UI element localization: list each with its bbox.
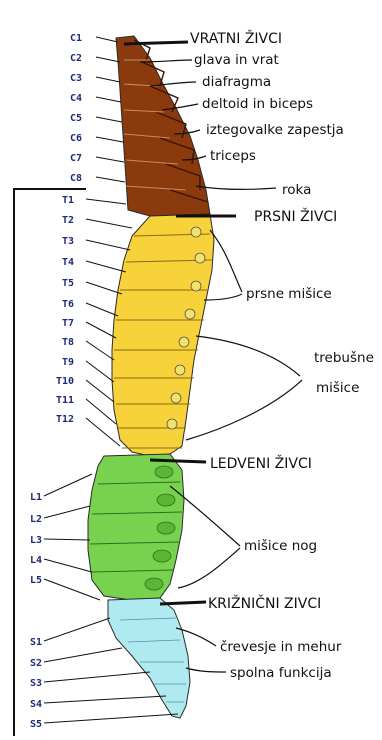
label-t5: T5 bbox=[62, 278, 74, 289]
sacral-region bbox=[108, 598, 190, 718]
label-t10: T10 bbox=[56, 376, 74, 387]
label-c4: C4 bbox=[70, 93, 82, 104]
label-t9: T9 bbox=[62, 357, 74, 368]
annotation-spolna-funkcija: spolna funkcija bbox=[230, 665, 332, 681]
annotation-misice-nog: mišice nog bbox=[244, 538, 317, 554]
label-s2: S2 bbox=[30, 658, 42, 669]
label-c8: C8 bbox=[70, 173, 82, 184]
annotation-trebusne-line1: trebušne bbox=[314, 350, 374, 366]
annotation-deltoid-in-biceps: deltoid in biceps bbox=[202, 96, 313, 112]
annotation-prsne-misice: prsne mišice bbox=[246, 286, 332, 302]
label-t12: T12 bbox=[56, 414, 74, 425]
label-t4: T4 bbox=[62, 257, 74, 268]
label-t3: T3 bbox=[62, 236, 74, 247]
label-l5: L5 bbox=[30, 575, 42, 586]
label-s3: S3 bbox=[30, 678, 42, 689]
label-c6: C6 bbox=[70, 133, 82, 144]
annotation-ledveni-zivci: LEDVENI ŽIVCI bbox=[210, 454, 312, 472]
annotation-trebusne-line2: mišice bbox=[316, 380, 359, 396]
label-c3: C3 bbox=[70, 73, 82, 84]
annotation-diafragma: diafragma bbox=[202, 74, 271, 90]
annotation-triceps: triceps bbox=[210, 148, 256, 164]
annotation-vratni-zivci: VRATNI ŽIVCI bbox=[190, 29, 282, 47]
label-t11: T11 bbox=[56, 395, 74, 406]
label-l4: L4 bbox=[30, 555, 42, 566]
annotations: VRATNI ŽIVCI glava in vrat diafragma del… bbox=[190, 29, 374, 681]
annotation-kriznicni-zivci: KRIŽNIČNI ZIVCI bbox=[208, 594, 321, 612]
thoracic-region bbox=[112, 214, 214, 456]
label-c7: C7 bbox=[70, 153, 82, 164]
vertebra-labels: C1 C2 C3 C4 C5 C6 C7 C8 T1 T2 T3 T4 T5 T… bbox=[30, 33, 82, 730]
label-t7: T7 bbox=[62, 318, 74, 329]
label-c5: C5 bbox=[70, 113, 82, 124]
label-t8: T8 bbox=[62, 337, 74, 348]
annotation-crevesje-in-mehur: črevesje in mehur bbox=[220, 639, 342, 655]
label-l3: L3 bbox=[30, 535, 42, 546]
lumbar-region bbox=[88, 454, 184, 600]
label-s1: S1 bbox=[30, 637, 42, 648]
label-t6: T6 bbox=[62, 299, 74, 310]
label-s5: S5 bbox=[30, 719, 42, 730]
label-s4: S4 bbox=[30, 699, 42, 710]
label-c2: C2 bbox=[70, 53, 82, 64]
annotation-glava-in-vrat: glava in vrat bbox=[194, 52, 279, 68]
label-c1: C1 bbox=[70, 33, 82, 44]
left-bracket-line bbox=[14, 189, 86, 736]
annotation-iztegovalke-zapestja: iztegovalke zapestja bbox=[206, 122, 344, 138]
annotation-roka: roka bbox=[282, 182, 311, 198]
label-l1: L1 bbox=[30, 492, 42, 503]
label-t1: T1 bbox=[62, 195, 74, 206]
label-l2: L2 bbox=[30, 514, 42, 525]
annotation-prsni-zivci: PRSNI ŽIVCI bbox=[254, 207, 337, 225]
label-t2: T2 bbox=[62, 215, 74, 226]
